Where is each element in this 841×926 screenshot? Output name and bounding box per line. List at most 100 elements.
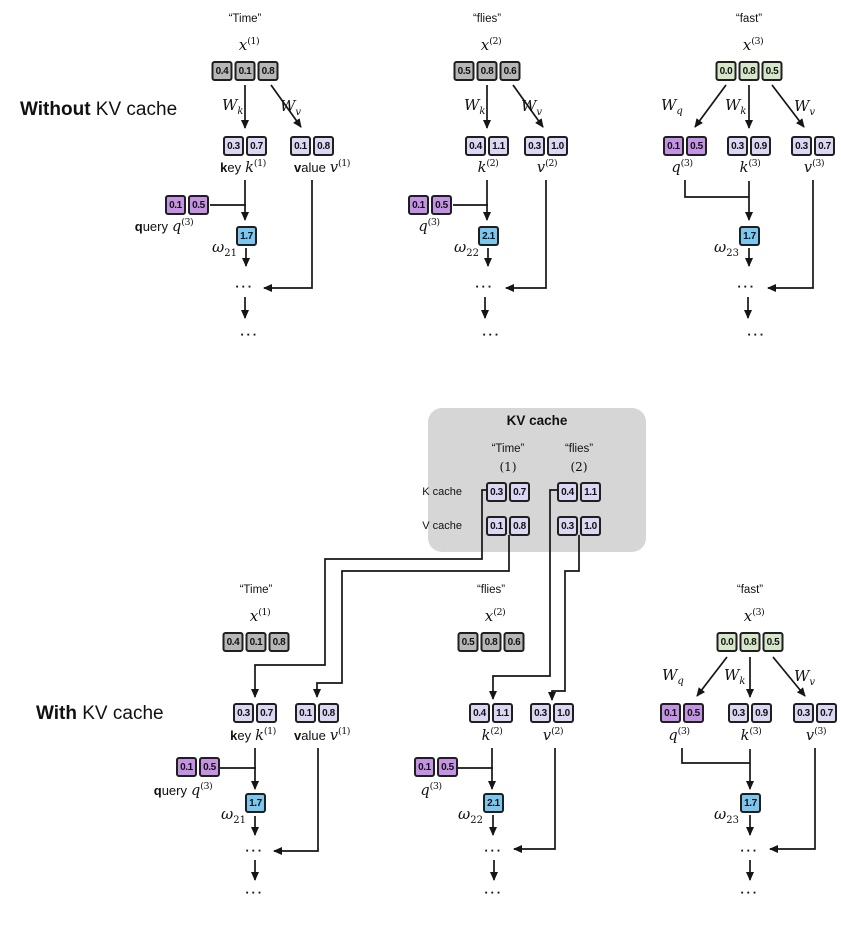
omega-label: ω23 (714, 805, 739, 826)
x-vector-label: x(1) (238, 36, 260, 54)
vector-cell: 0.5 (188, 195, 209, 215)
token-label: “fast” (735, 13, 763, 25)
vector-cell: 0.1 (486, 516, 507, 536)
key-vector: 0.4 1.1 (465, 136, 509, 156)
key-label: k(3) (739, 158, 761, 176)
x-vector-label: x(3) (742, 36, 764, 54)
query-label: q(3) (668, 726, 690, 744)
vector-cell: 0.5 (437, 757, 458, 777)
vector-cell: 0.5 (761, 61, 783, 81)
vector-cell: 1.0 (553, 703, 574, 723)
vector-cell: 0.0 (716, 632, 738, 652)
vector-cell: 1.1 (580, 482, 601, 502)
token-label: “flies” (472, 13, 502, 25)
vector-cell: 0.3 (791, 136, 812, 156)
token-label: “flies” (476, 584, 506, 596)
wv-weight-label: Wv (521, 97, 543, 118)
x-vector-label: x(1) (249, 607, 271, 625)
vector-cell: 0.9 (751, 703, 772, 723)
without-bold: Without (20, 99, 91, 120)
token-label: “fast” (736, 584, 764, 596)
query-vector: 0.1 0.5 (176, 757, 220, 777)
vector-cell: 0.5 (686, 136, 707, 156)
vector-cell: 0.3 (524, 136, 545, 156)
arrow-value-to-sum-top3 (767, 180, 814, 292)
line-query-join-bot3 (681, 748, 750, 764)
omega-label: ω22 (454, 238, 479, 259)
value-vector: 0.1 0.8 (290, 136, 334, 156)
vector-cell: 0.3 (486, 482, 507, 502)
vector-cell: 0.1 (176, 757, 197, 777)
arrow-wq-top3 (694, 84, 727, 128)
vector-cell: 0.7 (814, 136, 835, 156)
vector-cell: 0.8 (268, 632, 290, 652)
vector-cell: 0.3 (557, 516, 578, 536)
arrow-value-to-sum-top2 (505, 180, 547, 292)
x-vector: 0.5 0.8 0.6 (453, 61, 521, 81)
vector-cell: 0.8 (738, 61, 760, 81)
value-vector: 0.3 1.0 (530, 703, 574, 723)
with-rest: KV cache (76, 703, 164, 724)
vector-cell: 0.8 (480, 632, 502, 652)
vector-cell: 0.5 (762, 632, 784, 652)
wv-weight-label: Wv (794, 667, 816, 688)
vector-cell: 0.9 (750, 136, 771, 156)
ellipsis: ▪▪▪ (737, 282, 757, 291)
key-label: k(3) (740, 726, 762, 744)
vector-cell: 0.1 (414, 757, 435, 777)
arrow-vcache-flies-to-v2 (548, 535, 580, 701)
query-vector: 0.1 0.5 (660, 703, 704, 723)
vector-cell: 0.1 (295, 703, 316, 723)
vector-cell: 0.3 (223, 136, 244, 156)
query-label: q(3) (420, 781, 442, 799)
value-vector: 0.3 0.7 (791, 136, 835, 156)
vector-cell: 1.1 (492, 703, 513, 723)
value-label: v(3) (803, 158, 825, 176)
vector-cell: 0.5 (453, 61, 475, 81)
vector-cell: 0.5 (199, 757, 220, 777)
omega-label: ω23 (714, 238, 739, 259)
omega-label: ω21 (212, 238, 237, 259)
query-vector: 0.1 0.5 (414, 757, 458, 777)
vector-cell: 0.7 (509, 482, 530, 502)
x-vector: 0.5 0.8 0.6 (457, 632, 525, 652)
vector-cell: 0.4 (211, 61, 233, 81)
line-query-join-top3 (684, 180, 749, 198)
cache-token-label: “Time” (491, 443, 525, 455)
wk-weight-label: Wk (725, 96, 747, 117)
kv-cache-title: KV cache (506, 413, 568, 428)
ellipsis: ▪▪▪ (245, 888, 265, 897)
with-kv-cache-title: With KV cache (36, 703, 164, 725)
omega-label: ω21 (221, 805, 246, 826)
cache-index-label: (1) (499, 460, 517, 474)
vector-cell: 0.6 (499, 61, 521, 81)
arrow-value-to-sum-bot3 (769, 748, 816, 853)
query-vector: 0.1 0.5 (663, 136, 707, 156)
vector-cell: 1.0 (580, 516, 601, 536)
with-bold: With (36, 703, 77, 724)
vector-cell: 0.4 (469, 703, 490, 723)
value-vector: 0.1 0.8 (295, 703, 339, 723)
x-vector-label: x(2) (480, 36, 502, 54)
arrow-wq-bot3 (696, 656, 728, 697)
attention-score-cell: 1.7 (236, 226, 257, 246)
arrow-vcache-time-to-v1 (313, 535, 510, 698)
v-cache-row-label: V cache (422, 520, 462, 532)
vector-cell: 0.8 (509, 516, 530, 536)
key-vector: 0.3 0.9 (728, 703, 772, 723)
v-cache-vector: 0.3 1.0 (557, 516, 601, 536)
vector-cell: 0.3 (793, 703, 814, 723)
wv-weight-label: Wv (794, 97, 816, 118)
k-cache-vector: 0.4 1.1 (557, 482, 601, 502)
key-label: k(2) (477, 158, 499, 176)
vector-cell: 0.3 (728, 703, 749, 723)
key-vector: 0.3 0.7 (223, 136, 267, 156)
ellipsis: ▪▪▪ (475, 282, 495, 291)
vector-cell: 0.1 (245, 632, 267, 652)
wq-weight-label: Wq (662, 666, 684, 687)
vector-cell: 0.3 (233, 703, 254, 723)
value-label: v(2) (536, 158, 558, 176)
attention-score-cell: 2.1 (483, 793, 504, 813)
